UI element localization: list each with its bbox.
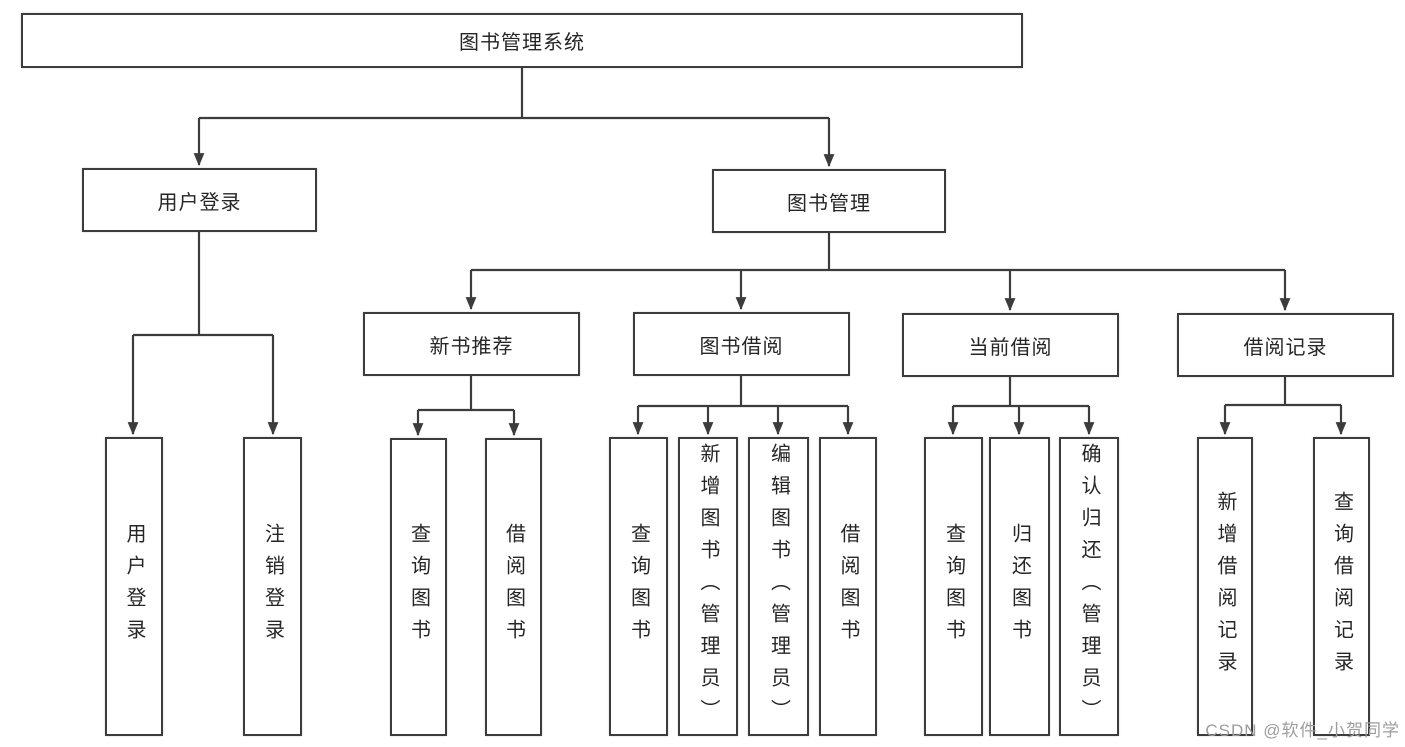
- leaf-query-book-recommend-label: 查询图书: [407, 523, 430, 651]
- leaf-query-book-current-label: 查询图书: [942, 522, 965, 651]
- leaf-user-login: 用户登录: [105, 437, 163, 736]
- node-user-login: 用户登录: [82, 168, 317, 232]
- node-borrow-records: 借阅记录: [1177, 313, 1394, 377]
- leaf-query-book-borrow-label: 查询图书: [627, 522, 650, 651]
- leaf-query-book-recommend: 查询图书: [390, 438, 447, 736]
- leaf-edit-book-admin-label: 编辑图书（管理员）: [767, 442, 790, 731]
- leaf-add-book-admin-label: 新增图书（管理员）: [697, 442, 719, 731]
- leaf-add-book-admin: 新增图书（管理员）: [678, 437, 738, 736]
- node-root-system: 图书管理系统: [21, 13, 1023, 68]
- connector-user-login-trunk: [133, 232, 273, 337]
- leaf-edit-book-admin: 编辑图书（管理员）: [748, 437, 809, 736]
- connector-root-trunk: [199, 68, 829, 120]
- leaf-add-borrow-record-label: 新增借阅记录: [1214, 490, 1236, 683]
- leaf-logout-login: 注销登录: [243, 437, 302, 736]
- leaf-confirm-return-admin-label: 确认归还（管理员）: [1078, 442, 1100, 731]
- node-new-book-recommend: 新书推荐: [363, 312, 580, 376]
- leaf-query-borrow-record-label: 查询借阅记录: [1330, 490, 1353, 683]
- leaf-return-book: 归还图书: [989, 437, 1050, 736]
- node-book-borrow: 图书借阅: [633, 312, 850, 376]
- node-current-borrow: 当前借阅: [902, 313, 1119, 377]
- leaf-query-borrow-record: 查询借阅记录: [1313, 437, 1370, 736]
- leaf-logout-login-label: 注销登录: [261, 522, 284, 651]
- connector-new-book-trunk: [418, 376, 514, 412]
- leaf-borrow-book: 借阅图书: [819, 437, 877, 736]
- leaf-user-login-label: 用户登录: [123, 522, 145, 651]
- leaf-query-book-borrow: 查询图书: [609, 437, 668, 736]
- node-book-management: 图书管理: [712, 169, 946, 233]
- leaf-confirm-return-admin: 确认归还（管理员）: [1059, 437, 1119, 736]
- csdn-watermark: CSDN @软件_小贺同学: [1205, 721, 1400, 740]
- connector-book-mgmt-trunk: [471, 233, 1285, 272]
- connector-current-borrow-trunk: [953, 377, 1089, 408]
- connector-book-borrow-trunk: [638, 376, 848, 408]
- leaf-return-book-label: 归还图书: [1008, 522, 1031, 651]
- connector-borrow-records-trunk: [1225, 377, 1341, 407]
- leaf-borrow-book-recommend-label: 借阅图书: [502, 523, 525, 651]
- leaf-borrow-book-recommend: 借阅图书: [485, 438, 542, 736]
- leaf-borrow-book-label: 借阅图书: [837, 522, 859, 651]
- leaf-query-book-current: 查询图书: [924, 437, 983, 736]
- leaf-add-borrow-record: 新增借阅记录: [1197, 437, 1253, 736]
